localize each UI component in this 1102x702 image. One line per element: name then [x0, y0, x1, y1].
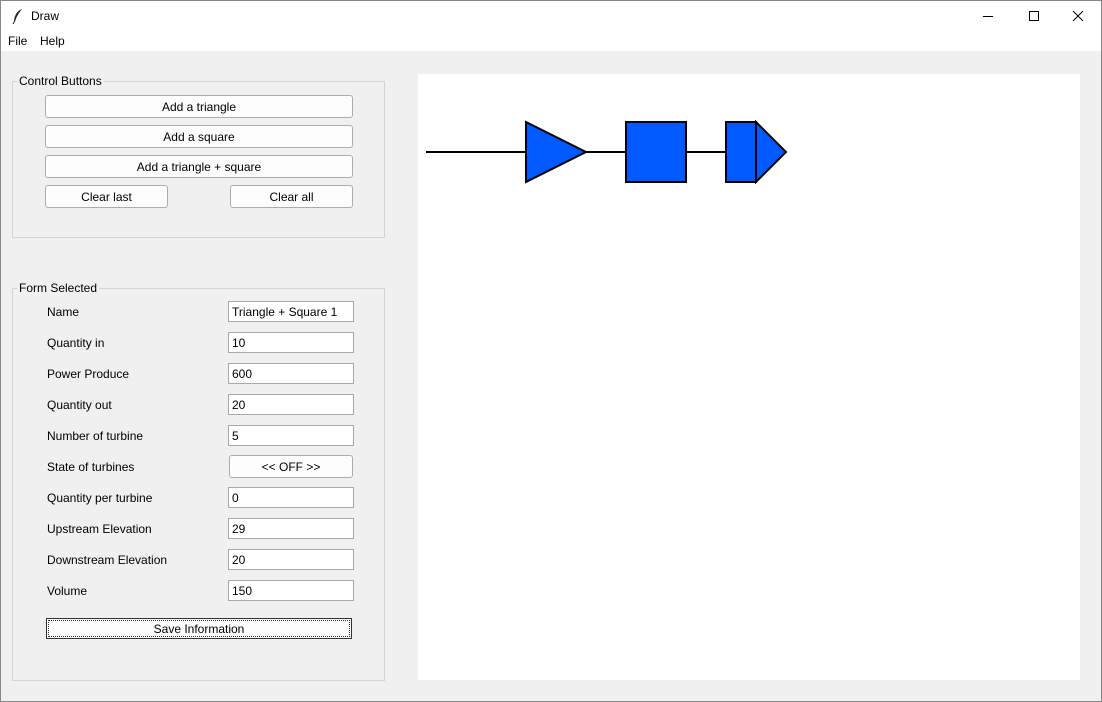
quantity-out-label: Quantity out: [47, 398, 112, 412]
maximize-icon: [1029, 11, 1039, 21]
menu-help[interactable]: Help: [40, 34, 65, 48]
square-shape[interactable]: [625, 121, 687, 183]
volume-field[interactable]: [228, 580, 354, 601]
add-square-button[interactable]: Add a square: [45, 125, 353, 148]
clear-all-button[interactable]: Clear all: [230, 185, 353, 208]
triangle-shape[interactable]: [525, 120, 589, 184]
number-of-turbine-label: Number of turbine: [47, 429, 144, 443]
state-of-turbines-label: State of turbines: [47, 460, 135, 474]
canvas-drawing: [426, 119, 788, 185]
menu-bar: File Help: [1, 31, 1101, 51]
downstream-elevation-field[interactable]: [228, 549, 354, 570]
triangle-square-shape-square[interactable]: [725, 121, 757, 183]
form-selected-group: [12, 288, 385, 681]
volume-label: Volume: [47, 584, 88, 598]
number-of-turbine-field[interactable]: [228, 425, 354, 446]
quantity-per-turbine-label: Quantity per turbine: [47, 491, 153, 505]
quantity-in-label: Quantity in: [47, 336, 105, 350]
drawing-canvas[interactable]: [418, 74, 1080, 680]
title-bar: Draw: [1, 1, 1101, 31]
name-label: Name: [47, 305, 80, 319]
close-icon: [1072, 10, 1084, 22]
add-triangle-button[interactable]: Add a triangle: [45, 95, 353, 118]
window-title: Draw: [31, 9, 60, 23]
upstream-elevation-label: Upstream Elevation: [47, 522, 152, 536]
power-produce-label: Power Produce: [47, 367, 130, 381]
focus-ring: [48, 620, 350, 637]
close-button[interactable]: [1055, 1, 1101, 31]
menu-file[interactable]: File: [8, 34, 28, 48]
downstream-elevation-label: Downstream Elevation: [47, 553, 168, 567]
power-produce-field[interactable]: [228, 363, 354, 384]
upstream-elevation-field[interactable]: [228, 518, 354, 539]
maximize-button[interactable]: [1011, 1, 1057, 31]
quantity-per-turbine-field[interactable]: [228, 487, 354, 508]
save-information-button[interactable]: Save Information: [46, 618, 352, 639]
triangle-square-shape-triangle[interactable]: [755, 119, 788, 185]
turbine-state-toggle-button[interactable]: << OFF >>: [229, 455, 353, 478]
quantity-in-field[interactable]: [228, 332, 354, 353]
control-buttons-title: Control Buttons: [17, 74, 104, 88]
minimize-button[interactable]: [965, 1, 1011, 31]
quantity-out-field[interactable]: [228, 394, 354, 415]
add-triangle-square-button[interactable]: Add a triangle + square: [45, 155, 353, 178]
name-field[interactable]: [228, 301, 354, 322]
minimize-icon: [983, 16, 993, 17]
form-selected-title: Form Selected: [17, 281, 100, 295]
feather-icon: [12, 9, 22, 24]
clear-last-button[interactable]: Clear last: [45, 185, 168, 208]
